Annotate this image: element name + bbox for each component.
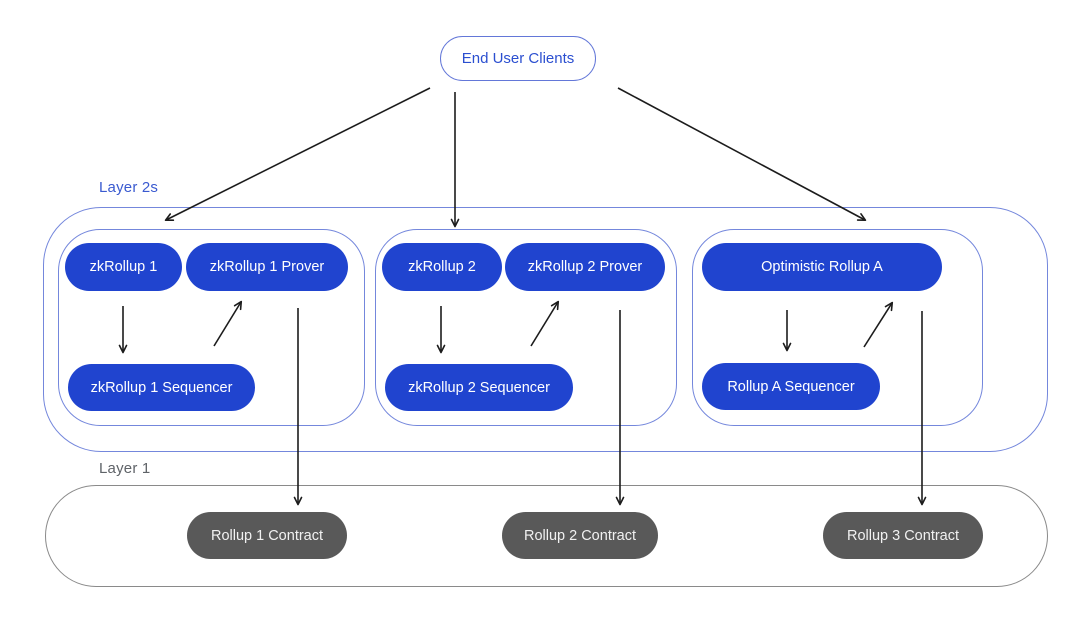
node-rollup-a-sequencer: Rollup A Sequencer (702, 363, 880, 410)
node-zkrollup-2: zkRollup 2 (382, 243, 502, 291)
node-zkrollup-1-prover: zkRollup 1 Prover (186, 243, 348, 291)
node-zkrollup-1-sequencer: zkRollup 1 Sequencer (68, 364, 255, 411)
zkrollup-1-group-container (58, 229, 365, 426)
node-rollup-1-contract: Rollup 1 Contract (187, 512, 347, 559)
node-optimistic-rollup-a: Optimistic Rollup A (702, 243, 942, 291)
node-rollup-2-contract: Rollup 2 Contract (502, 512, 658, 559)
zkrollup-2-group-container (375, 229, 677, 426)
node-rollup-3-contract: Rollup 3 Contract (823, 512, 983, 559)
layer-2s-label: Layer 2s (99, 179, 159, 196)
layer-1-container (45, 485, 1048, 587)
layer-1-label: Layer 1 (99, 460, 151, 477)
node-zkrollup-2-sequencer: zkRollup 2 Sequencer (385, 364, 573, 411)
node-zkrollup-1: zkRollup 1 (65, 243, 182, 291)
node-end-user-clients: End User Clients (440, 36, 596, 81)
layer-2s-container (43, 207, 1048, 452)
arrow-euc-to-group1 (164, 87, 431, 222)
optimistic-rollup-group-container (692, 229, 983, 426)
node-zkrollup-2-prover: zkRollup 2 Prover (505, 243, 665, 291)
arrow-euc-to-group3 (617, 87, 867, 222)
